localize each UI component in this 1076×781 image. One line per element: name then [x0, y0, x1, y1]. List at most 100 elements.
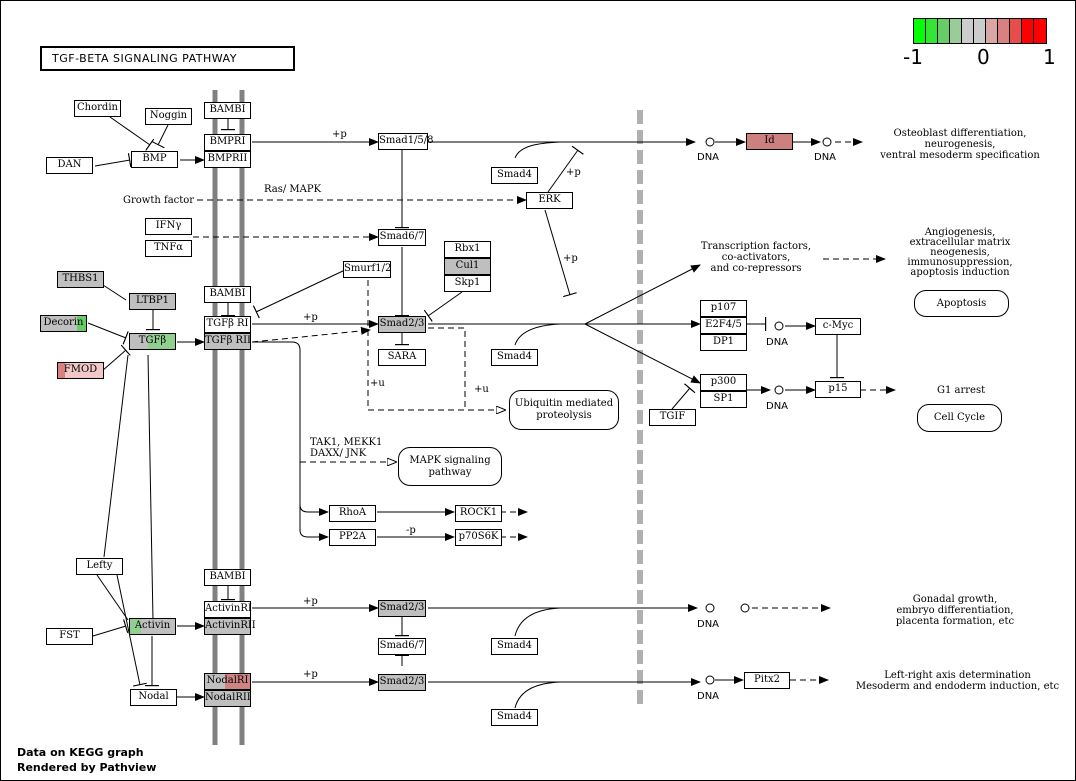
- gene-ltbp1[interactable]: LTBP1: [129, 293, 176, 310]
- pathway-ubiquitin[interactable]: Ubiquitin mediated proteolysis: [509, 390, 619, 430]
- gene-activinr2[interactable]: ActivinRII: [204, 618, 256, 635]
- gene-tgfbr1[interactable]: TGFβ RI: [204, 316, 251, 333]
- gene-bmpr1[interactable]: BMPRI: [204, 134, 251, 151]
- gene-smad4[interactable]: Smad4: [491, 349, 538, 366]
- gene-bmpr2[interactable]: BMPRII: [204, 151, 251, 168]
- gene-decorin[interactable]: Decorin: [40, 315, 87, 332]
- gene-dp1[interactable]: DP1: [700, 334, 747, 351]
- gene-bambi[interactable]: BAMBI: [204, 569, 251, 586]
- gene-cmyc[interactable]: c-Myc: [815, 318, 861, 335]
- gene-ifny[interactable]: IFNγ: [145, 218, 192, 235]
- pathway-mapk[interactable]: MAPK signaling pathway: [398, 447, 502, 486]
- gene-sp1[interactable]: SP1: [700, 391, 747, 408]
- gene-fst[interactable]: FST: [46, 628, 93, 645]
- tak1-line: DAXX/ JNK: [310, 448, 367, 459]
- edge-lefty-tgfb: [103, 354, 129, 558]
- gene-smad4[interactable]: Smad4: [491, 638, 538, 655]
- gene-nodalr2[interactable]: NodalRII: [204, 690, 251, 707]
- dna-circle: [705, 603, 715, 613]
- gene-erk[interactable]: ERK: [526, 192, 573, 209]
- gene-thbs1[interactable]: THBS1: [57, 271, 104, 288]
- gene-pp2a[interactable]: PP2A: [329, 529, 376, 546]
- gene-smurf[interactable]: Smurf1/2: [343, 261, 391, 278]
- footer-rendered-by: Rendered by Pathview: [17, 761, 157, 774]
- gene-bmp[interactable]: BMP: [131, 151, 178, 168]
- edge-decorin-tgfb: [87, 322, 129, 345]
- edge-noggin-bmp: [151, 124, 169, 149]
- legend-swatch: [1034, 19, 1046, 43]
- gene-smad158[interactable]: Smad1/5/8: [378, 133, 434, 150]
- label-plus-p: +p: [303, 312, 318, 323]
- gene-sara[interactable]: SARA: [378, 349, 426, 366]
- leftright-line: Left-right axis determination: [884, 670, 1031, 681]
- dna-circle: [705, 137, 715, 147]
- legend-mid-label: 0: [977, 45, 990, 69]
- gene-bambi[interactable]: BAMBI: [204, 286, 251, 303]
- label-dna: DNA: [697, 619, 720, 630]
- dna-circle: [774, 385, 784, 395]
- edge-to-tf: [584, 264, 701, 325]
- gene-smad4[interactable]: Smad4: [491, 709, 538, 726]
- gene-tgfbr2[interactable]: TGFβ RII: [204, 333, 251, 350]
- pathway-apoptosis[interactable]: Apoptosis: [914, 290, 1009, 317]
- edge-tgfb-activin: [145, 354, 161, 621]
- gene-smad67[interactable]: Smad6/7: [378, 638, 426, 655]
- gene-skp1[interactable]: Skp1: [444, 275, 491, 292]
- gene-tgif[interactable]: TGIF: [649, 409, 696, 426]
- outcome-line: Osteoblast differentiation,: [893, 128, 1027, 139]
- gene-p107[interactable]: p107: [700, 300, 747, 317]
- gene-id[interactable]: Id: [746, 133, 793, 150]
- gene-rock1[interactable]: ROCK1: [455, 505, 502, 522]
- dna-circle: [740, 603, 750, 613]
- pathway-label: Ubiquitin mediated: [514, 398, 614, 409]
- pathway-label: MAPK signaling: [409, 454, 491, 466]
- gene-bambi[interactable]: BAMBI: [204, 102, 251, 119]
- gene-cul1[interactable]: Cul1: [444, 258, 491, 275]
- gene-p300[interactable]: p300: [700, 374, 747, 391]
- gene-activinr1[interactable]: ActivinRI: [204, 601, 252, 618]
- gene-nodalr1[interactable]: NodalRI: [204, 673, 251, 690]
- edge-fst-activin: [92, 619, 129, 637]
- gene-tnfa[interactable]: TNFα: [145, 240, 192, 257]
- gene-tgfb[interactable]: TGFβ: [129, 333, 176, 350]
- gene-lefty[interactable]: Lefty: [76, 558, 123, 575]
- edges: [87, 116, 896, 709]
- gene-smad23[interactable]: Smad2/3: [378, 600, 426, 617]
- legend-max-label: 1: [1043, 45, 1056, 69]
- gene-smad23[interactable]: Smad2/3: [378, 674, 426, 691]
- gene-noggin[interactable]: Noggin: [145, 108, 192, 125]
- gene-fmod[interactable]: FMOD: [57, 362, 104, 379]
- gonadal-line: placenta formation, etc: [895, 616, 1015, 627]
- gene-e2f45[interactable]: E2F4/5: [700, 317, 747, 334]
- dna-circles: [705, 137, 832, 685]
- edge-tgfbr-pp2a: [299, 505, 329, 541]
- gene-p15[interactable]: p15: [815, 381, 861, 398]
- legend-swatch: [974, 19, 986, 43]
- gene-smad23[interactable]: Smad2/3: [378, 316, 426, 333]
- gene-rbx1[interactable]: Rbx1: [444, 241, 491, 258]
- gene-smad67[interactable]: Smad6/7: [378, 229, 426, 246]
- gene-nodal[interactable]: Nodal: [130, 689, 177, 706]
- label-plus-p: +p: [303, 596, 318, 607]
- gene-dan[interactable]: DAN: [46, 157, 93, 174]
- label-dna: DNA: [697, 691, 720, 702]
- gene-rhoa[interactable]: RhoA: [329, 505, 376, 522]
- angio-line: neogenesis,: [930, 247, 990, 258]
- gene-p70s6k[interactable]: p70S6K: [455, 529, 502, 546]
- edge-dan-bmp: [94, 153, 132, 168]
- pathway-cell-cycle[interactable]: Cell Cycle: [917, 404, 1002, 432]
- tf-line: co-activators,: [721, 252, 791, 263]
- gene-smad4[interactable]: Smad4: [491, 167, 538, 184]
- edge-smad4-join3: [514, 607, 561, 637]
- gene-chordin[interactable]: Chordin: [74, 100, 121, 117]
- outcome-angiogenesis: Angiogenesis, extracellular matrix neoge…: [895, 228, 1025, 278]
- pathway-label: Apoptosis: [936, 297, 987, 309]
- gene-pitx2[interactable]: Pitx2: [744, 672, 790, 689]
- label-plus-p: +p: [303, 669, 318, 680]
- label-tak1: TAK1, MEKK1 DAXX/ JNK: [310, 437, 382, 459]
- legend-swatch: [914, 19, 926, 43]
- gene-activin[interactable]: Activin: [129, 618, 176, 635]
- label-minus-p: -p: [406, 525, 416, 536]
- tf-line: Transcription factors,: [700, 241, 812, 252]
